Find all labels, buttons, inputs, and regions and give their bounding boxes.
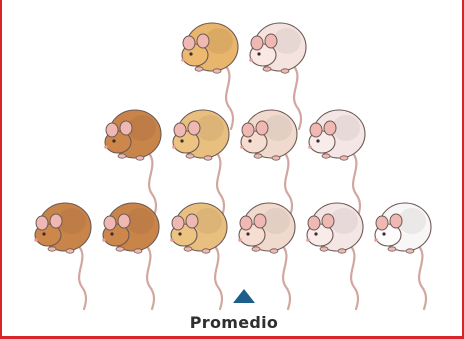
mouse	[34, 203, 91, 309]
mouse-nose	[170, 238, 174, 242]
mouse-foot	[48, 247, 56, 251]
mouse-eye	[257, 52, 260, 55]
mouse-eye	[382, 232, 385, 235]
mouse-ear	[265, 34, 277, 48]
mouse-ear	[242, 123, 254, 137]
mouse-eye	[316, 139, 319, 142]
mouse-ear	[174, 123, 186, 137]
mouse-eye	[189, 52, 192, 55]
mouse-ear	[118, 214, 130, 228]
mouse-ear	[172, 216, 184, 230]
mouse-foot	[134, 249, 142, 253]
average-label: Promedio	[184, 313, 284, 332]
mouse-eye	[42, 232, 45, 235]
mouse-ear	[106, 123, 118, 137]
mouse-foot	[272, 156, 280, 160]
mouse-foot	[270, 249, 278, 253]
mouse-eye	[314, 232, 317, 235]
mouse-tail	[144, 243, 154, 309]
mouse-tail	[282, 150, 292, 216]
mouse-foot	[202, 249, 210, 253]
mouse	[374, 203, 431, 309]
mouse-ear	[197, 34, 209, 48]
mouse-nose	[104, 145, 108, 149]
mouse-nose	[249, 58, 253, 62]
mouse-tail	[214, 150, 224, 216]
mouse-nose	[306, 238, 310, 242]
mouse-tail	[212, 243, 222, 309]
mouse-foot	[252, 247, 260, 251]
mouse-ear	[251, 36, 263, 50]
mouse-ear	[50, 214, 62, 228]
mouse-foot	[213, 69, 221, 73]
mouse-nose	[34, 238, 38, 242]
mouse-ear	[254, 214, 266, 228]
mouse-foot	[406, 249, 414, 253]
mouse-ear	[310, 123, 322, 137]
mouse-foot	[322, 154, 330, 158]
mouse-ear	[183, 36, 195, 50]
average-marker-triangle	[233, 289, 255, 303]
mouse-foot	[263, 67, 271, 71]
mouse-tail	[280, 243, 290, 309]
mouse-tail	[350, 150, 360, 216]
mouse	[104, 110, 161, 216]
mouse-eye	[248, 139, 251, 142]
mouse-ear	[324, 121, 336, 135]
mouse-nose	[172, 145, 176, 149]
mouse-tail	[291, 63, 301, 129]
mouse-nose	[102, 238, 106, 242]
mouse-foot	[195, 67, 203, 71]
mouse-eye	[246, 232, 249, 235]
mouse-ear	[322, 214, 334, 228]
mouse-tail	[146, 150, 156, 216]
mouse-foot	[184, 247, 192, 251]
mouse-eye	[180, 139, 183, 142]
mouse-ear	[120, 121, 132, 135]
mouse-ear	[240, 216, 252, 230]
mouse-ear	[188, 121, 200, 135]
mouse-foot	[388, 247, 396, 251]
mouse-foot	[254, 154, 262, 158]
mouse	[308, 110, 365, 216]
mouse	[240, 110, 297, 216]
mouse	[170, 203, 227, 309]
mouse-foot	[204, 156, 212, 160]
mouse-foot	[281, 69, 289, 73]
mouse-tail	[348, 243, 358, 309]
mouse-nose	[374, 238, 378, 242]
mouse	[102, 203, 159, 309]
mouse-ear	[104, 216, 116, 230]
mouse-ear	[256, 121, 268, 135]
mouse-foot	[340, 156, 348, 160]
mouse	[306, 203, 363, 309]
mouse-foot	[186, 154, 194, 158]
mouse-ear	[390, 214, 402, 228]
mouse-foot	[320, 247, 328, 251]
mouse-tail	[223, 63, 233, 129]
mouse-ear	[186, 214, 198, 228]
mouse-eye	[110, 232, 113, 235]
mouse-foot	[66, 249, 74, 253]
mouse-nose	[181, 58, 185, 62]
mouse-tail	[76, 243, 86, 309]
mouse-eye	[112, 139, 115, 142]
mouse-nose	[238, 238, 242, 242]
mouse-tail	[416, 243, 426, 309]
mouse-ear	[376, 216, 388, 230]
mouse-foot	[116, 247, 124, 251]
mouse-ear	[308, 216, 320, 230]
mouse-foot	[118, 154, 126, 158]
mouse-ear	[36, 216, 48, 230]
mouse-nose	[240, 145, 244, 149]
mouse-eye	[178, 232, 181, 235]
mouse-foot	[338, 249, 346, 253]
mouse-foot	[136, 156, 144, 160]
mouse	[172, 110, 229, 216]
mouse-nose	[308, 145, 312, 149]
